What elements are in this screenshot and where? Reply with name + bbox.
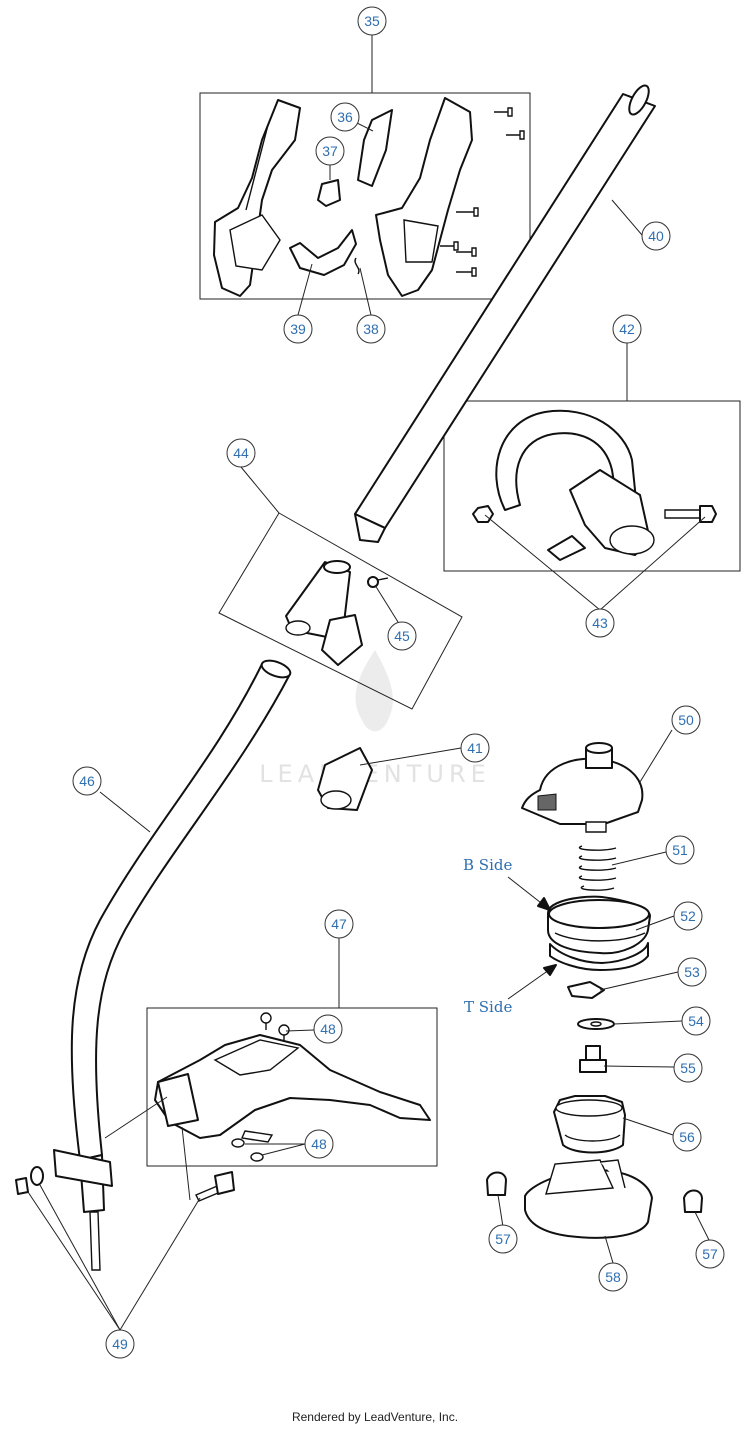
callout-45: 45 (387, 621, 417, 651)
coupler-screw (367, 576, 389, 588)
spool-housing (524, 1159, 653, 1239)
svg-text:48: 48 (320, 1021, 336, 1037)
switch (317, 179, 341, 207)
callout-48-lower: 48 (304, 1129, 334, 1159)
callout-42: 42 (612, 314, 642, 344)
guard-screws (260, 1012, 290, 1042)
svg-text:56: 56 (679, 1129, 695, 1145)
callout-39: 39 (283, 314, 313, 344)
svg-text:40: 40 (648, 228, 664, 244)
callout-57-right: 57 (695, 1239, 725, 1269)
svg-text:42: 42 (619, 321, 635, 337)
svg-text:39: 39 (290, 321, 306, 337)
callout-58: 58 (598, 1262, 628, 1292)
callout-40: 40 (641, 221, 671, 251)
svg-text:58: 58 (605, 1269, 621, 1285)
lower-shaft (53, 659, 292, 1271)
svg-text:49: 49 (112, 1336, 128, 1352)
callout-55: 55 (673, 1053, 703, 1083)
callout-51: 51 (665, 835, 695, 865)
svg-text:55: 55 (680, 1060, 696, 1076)
guard-clip-parts (231, 1130, 274, 1162)
svg-text:44: 44 (233, 445, 249, 461)
spring (578, 845, 617, 891)
t-side-label: T Side (464, 998, 512, 1016)
svg-text:41: 41 (467, 740, 483, 756)
trigger (289, 229, 357, 276)
clamp-hardware (15, 1166, 44, 1195)
svg-text:54: 54 (688, 1013, 704, 1029)
upper-shaft (354, 84, 656, 543)
callout-48-upper: 48 (313, 1014, 343, 1044)
svg-text:52: 52 (680, 908, 696, 924)
watermark-text: LEADVENTURE (259, 760, 491, 788)
callout-41: 41 (460, 733, 490, 763)
callout-57-left: 57 (488, 1224, 518, 1254)
svg-text:48: 48 (311, 1136, 327, 1152)
callout-38: 38 (356, 314, 386, 344)
b-side-label: B Side (463, 856, 512, 874)
switch-cover (357, 109, 393, 187)
spool-washer (567, 981, 605, 999)
coupler-sleeve (317, 747, 373, 811)
callout-46: 46 (72, 766, 102, 796)
svg-text:57: 57 (702, 1246, 718, 1262)
svg-text:47: 47 (331, 916, 347, 932)
svg-text:38: 38 (363, 321, 379, 337)
svg-text:46: 46 (79, 773, 95, 789)
callout-47: 47 (324, 909, 354, 939)
handle-housing-right (375, 97, 473, 297)
coupler (285, 560, 363, 666)
spool-hub (553, 1095, 626, 1154)
bolt (579, 1045, 607, 1073)
washer (577, 1018, 615, 1030)
assist-handle-bolt (664, 505, 717, 523)
coupler-box (218, 512, 463, 710)
grommets (486, 1171, 703, 1213)
callout-52: 52 (673, 901, 703, 931)
handle-screws (440, 107, 525, 277)
svg-text:57: 57 (495, 1231, 511, 1247)
guard-box (146, 1007, 438, 1167)
guard (154, 1034, 431, 1139)
assist-handle-box (443, 400, 741, 572)
callout-53: 53 (677, 957, 707, 987)
callout-44: 44 (226, 438, 256, 468)
footer-credit: Rendered by LeadVenture, Inc. (291, 1410, 459, 1424)
callout-49: 49 (105, 1329, 135, 1359)
callout-56: 56 (672, 1122, 702, 1152)
spool-cover (521, 742, 644, 833)
spool (547, 895, 651, 971)
svg-text:45: 45 (394, 628, 410, 644)
watermark: LEADVENTURE (259, 650, 491, 788)
svg-text:37: 37 (322, 143, 338, 159)
svg-text:36: 36 (337, 109, 353, 125)
svg-text:43: 43 (592, 615, 608, 631)
guard-bolt (195, 1171, 235, 1202)
callout-50: 50 (671, 705, 701, 735)
svg-text:51: 51 (672, 842, 688, 858)
handle-housing-left (213, 99, 301, 297)
trigger-spring (354, 257, 360, 275)
svg-text:50: 50 (678, 712, 694, 728)
callout-43: 43 (585, 608, 615, 638)
callout-35: 35 (357, 6, 387, 36)
callout-36: 36 (330, 102, 360, 132)
callout-37: 37 (315, 136, 345, 166)
svg-text:53: 53 (684, 964, 700, 980)
callout-54: 54 (681, 1006, 711, 1036)
assist-handle (495, 409, 655, 561)
svg-text:35: 35 (364, 13, 380, 29)
handle-assembly-box (199, 92, 531, 300)
leader-lines (27, 35, 711, 1331)
